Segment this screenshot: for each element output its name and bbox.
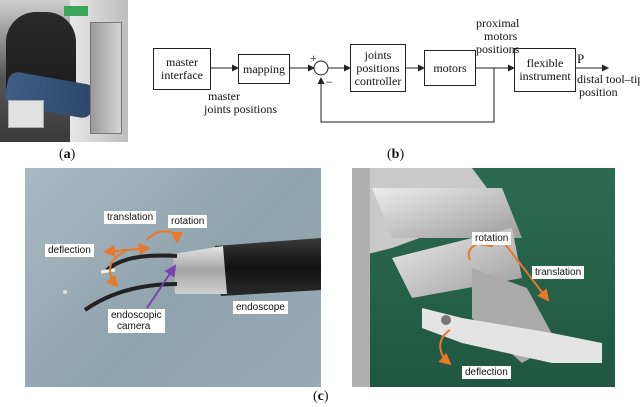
rotation-label: rotation: [168, 215, 208, 228]
lower-tool: [83, 282, 178, 312]
deflection-label: deflection: [462, 366, 511, 379]
motors-block: motors: [424, 50, 476, 86]
endoscope-label: endoscope: [233, 301, 288, 314]
caption-b: (b): [387, 147, 405, 162]
translation-arrow: [501, 239, 550, 302]
robot-photo: rotation translation deflection: [352, 168, 615, 387]
tool-tip-dot: [63, 290, 67, 294]
device-plate: [8, 100, 44, 128]
tool-jaw: [100, 268, 116, 274]
endoscope-body: [215, 238, 321, 296]
endoscope-tip: [173, 246, 227, 294]
mapping-block: mapping: [238, 54, 290, 84]
minus-sign: −: [326, 75, 333, 89]
robot-illustration: [352, 168, 602, 387]
green-marker: [64, 6, 88, 16]
caption-c: (c): [313, 389, 329, 404]
rotation-label: rotation: [472, 232, 512, 245]
caption-a: (a): [59, 147, 76, 162]
rotation-arrow: [146, 230, 183, 244]
endoscope-photo: translation rotation deflection endoscop…: [25, 168, 321, 387]
plus-sign: +: [310, 51, 317, 65]
endoscope-illustration: [63, 230, 321, 312]
frame-rail: [352, 168, 370, 387]
upper-tool: [105, 253, 178, 272]
deflection-label: deflection: [45, 244, 94, 257]
translation-label: translation: [104, 211, 157, 224]
operator-photo: [0, 0, 128, 142]
translation-label: translation: [532, 266, 585, 279]
master-device: [90, 22, 122, 134]
output-p-label: P: [577, 51, 585, 66]
deflection-arrow: [438, 329, 452, 366]
shaft-end: [441, 315, 451, 325]
translation-arrow-back: [103, 245, 150, 258]
camera-arrow: [146, 264, 177, 309]
diagram-connectors: [210, 60, 609, 123]
feedback-loop: [317, 68, 495, 123]
instrument-shaft: [422, 308, 602, 363]
top-bracket: [372, 188, 522, 238]
deflection-arrow: [105, 251, 126, 288]
